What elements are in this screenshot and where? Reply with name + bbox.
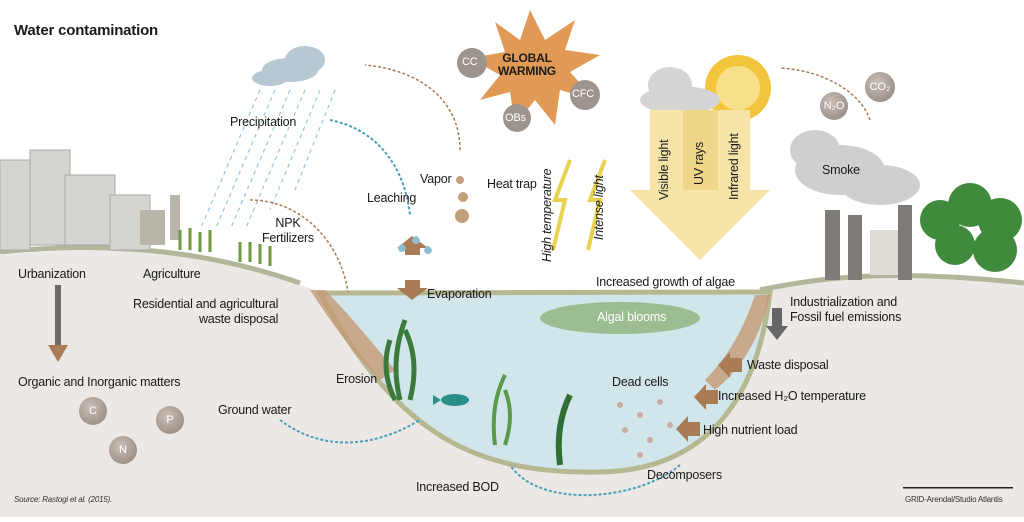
industry-line2: Fossil fuel emissions [790,310,902,324]
label-dead-cells: Dead cells [612,375,669,389]
algal-bloom [540,302,700,334]
gas-obs: OBs [505,112,526,124]
label-bod: Increased BOD [416,480,499,494]
gas-cfc: CFC [572,88,595,100]
label-decomposers: Decomposers [647,468,722,482]
emission-co2: CO₂ [865,72,895,102]
label-leaching: Leaching [367,191,417,205]
label-precipitation: Precipitation [230,115,297,129]
label-intense-light: Intense light [592,175,606,240]
global-warming-burst [470,10,600,125]
label-organic: Organic and Inorganic matters [18,375,181,389]
waste-line1: Residential and agricultural [133,297,279,311]
gw-line2: WARMING [498,64,556,78]
emission-n2o: N₂O [820,92,848,120]
label-evaporation: Evaporation [427,287,492,301]
trees [920,183,1022,272]
label-agriculture: Agriculture [143,267,201,281]
fish [441,394,469,406]
label-algae-growth: Increased growth of algae [596,275,735,289]
gw-line1: GLOBAL [502,51,552,65]
label-waste-disposal: Waste disposal [747,358,829,372]
city [0,149,151,251]
npk-line2: Fertilizers [262,231,314,245]
industry-line1: Industrialization and [790,295,897,309]
label-high-temperature: High temperature [540,168,554,262]
label-ground-water: Ground water [218,403,292,417]
label-h2o-temperature: Increased H₂O temperature [718,389,866,403]
label-urbanization: Urbanization [18,267,86,281]
gas-cc: CC [462,56,478,68]
nutrient-n: N [109,436,137,464]
npk-line1: NPK [275,216,301,230]
label-erosion: Erosion [336,372,377,386]
label-visible-light: Visible light [657,139,671,200]
label-vapor: Vapor [420,172,452,186]
factory [825,205,912,280]
label-infrared-light: Infrared light [727,133,741,200]
waste-line2: waste disposal [198,312,279,326]
label-uv-rays: UV rays [692,141,706,185]
nutrient-p: P [156,406,184,434]
label-heat-trap: Heat trap [487,177,537,191]
image-credit: GRID-Arendal/Studio Atlantis [905,495,1003,504]
source-citation: Source: Rastogi et al. (2015). [14,495,113,504]
nutrient-c: C [79,397,107,425]
page-title: Water contamination [14,22,158,39]
label-algal-blooms: Algal blooms [597,310,667,324]
label-nutrient-load: High nutrient load [703,423,798,437]
label-smoke: Smoke [822,163,860,177]
